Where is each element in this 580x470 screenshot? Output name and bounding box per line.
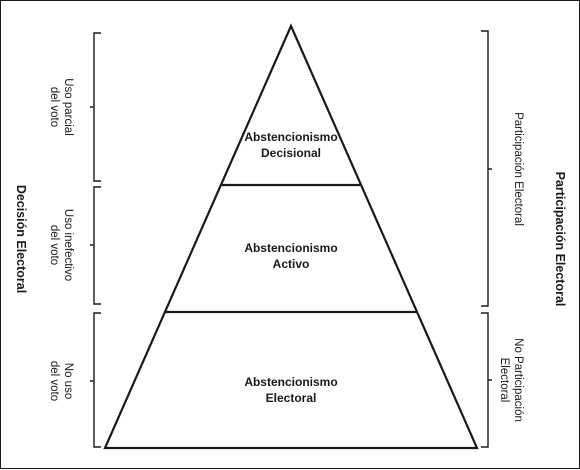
level-activo-line1: Abstencionismo	[244, 241, 337, 255]
left-label-parcial-line2: del voto	[48, 87, 60, 127]
left-label-nouso-line2: del voto	[48, 361, 60, 401]
left-bracket-1	[90, 32, 101, 182]
right-label-noparticipacion-line2: Electoral	[498, 358, 510, 403]
level-decisional-line2: Decisional	[261, 146, 321, 160]
left-bracket-3	[90, 312, 101, 448]
level-electoral-line2: Electoral	[266, 391, 317, 405]
left-bracket-2	[90, 186, 101, 305]
level-electoral-line1: Abstencionismo	[244, 375, 337, 389]
right-bracket-2	[481, 312, 492, 448]
pyramid-outline	[103, 23, 479, 450]
level-decisional-line1: Abstencionismo	[244, 130, 337, 144]
left-axis-title: Decisión Electoral	[14, 185, 28, 293]
left-label-inefectivo-line1: Uso inefectivo	[62, 209, 74, 281]
level-activo-line2: Activo	[273, 257, 310, 271]
left-label-inefectivo-line2: del voto	[48, 225, 60, 265]
right-label-participacion: Participación Electoral	[512, 112, 524, 226]
right-bracket-1	[481, 30, 492, 307]
right-label-noparticipacion-line1: No Participación	[512, 338, 524, 422]
right-axis-title: Participación Electoral	[553, 172, 567, 307]
left-label-parcial-line1: Uso parcial	[62, 78, 74, 136]
left-label-nouso-line1: No uso	[62, 363, 74, 399]
